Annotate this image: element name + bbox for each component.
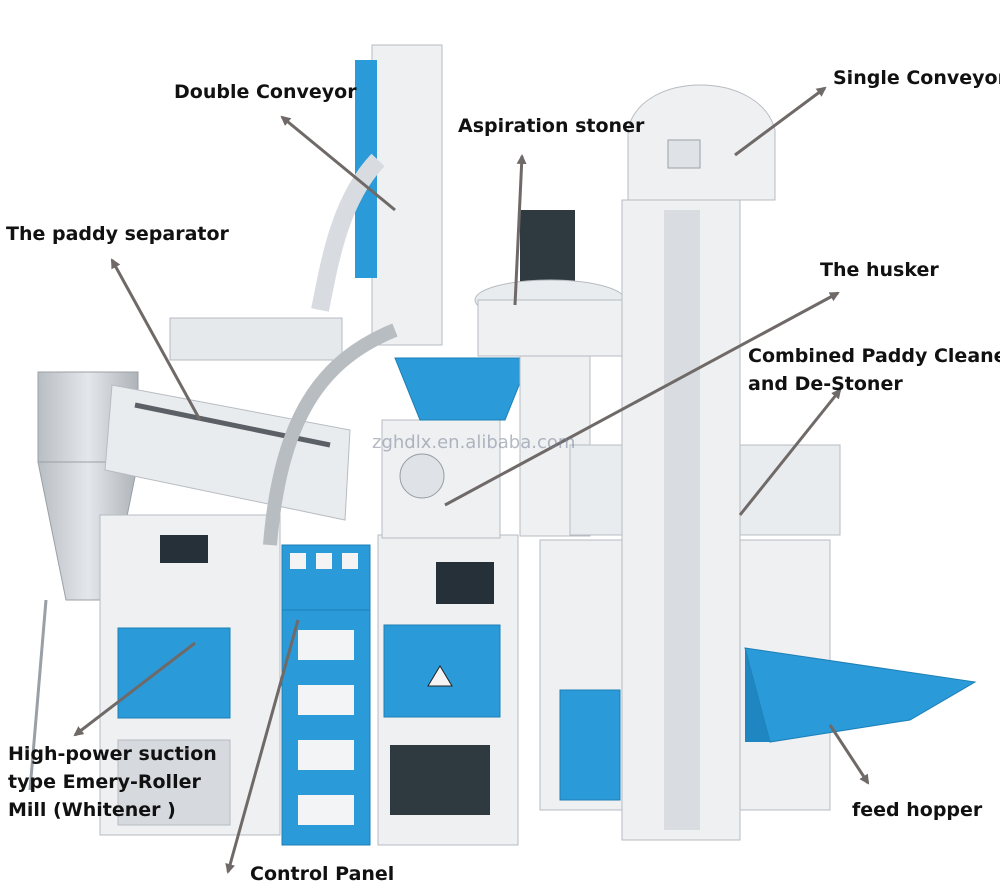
single-conveyor [621, 84, 776, 841]
husker [381, 357, 531, 539]
label-paddy-separator: The paddy separator [6, 223, 229, 245]
label-control-panel: Control Panel [250, 863, 395, 885]
arrow-icon [738, 388, 842, 516]
arrow-icon [828, 724, 870, 785]
label-combined-cleaner-2: and De-Stoner [748, 373, 903, 395]
arrow-icon [280, 115, 396, 212]
feed-hopper [744, 647, 977, 743]
control-panel [281, 544, 371, 846]
aspiration-stoner [474, 210, 626, 537]
label-mill-2: type Emery-Roller [8, 771, 201, 793]
whitener-cabinet [99, 514, 281, 836]
label-single-conveyor: Single Conveyor [833, 67, 1000, 89]
arrow-icon [734, 86, 827, 157]
label-combined-cleaner-1: Combined Paddy Cleane [748, 345, 1000, 367]
label-double-conveyor: Double Conveyor [174, 81, 357, 103]
label-arrows [73, 86, 870, 874]
label-mill-1: High-power suction [8, 743, 217, 765]
label-husker: The husker [820, 259, 939, 281]
label-mill-3: Mill (Whitener ) [8, 799, 176, 821]
warning-triangle-icon [427, 665, 453, 687]
double-conveyor [263, 44, 443, 546]
arrow-icon [110, 258, 202, 421]
paddy-separator [104, 317, 351, 521]
arrow-icon [513, 154, 527, 306]
label-feed-hopper: feed hopper [852, 799, 983, 821]
arrow-icon [444, 291, 840, 507]
husker-cabinet [377, 534, 519, 846]
arrow-icon [73, 641, 196, 737]
arrow-icon [225, 619, 300, 874]
label-aspiration-stoner: Aspiration stoner [458, 115, 645, 137]
watermark: zghdlx.en.alibaba.com [372, 432, 576, 453]
